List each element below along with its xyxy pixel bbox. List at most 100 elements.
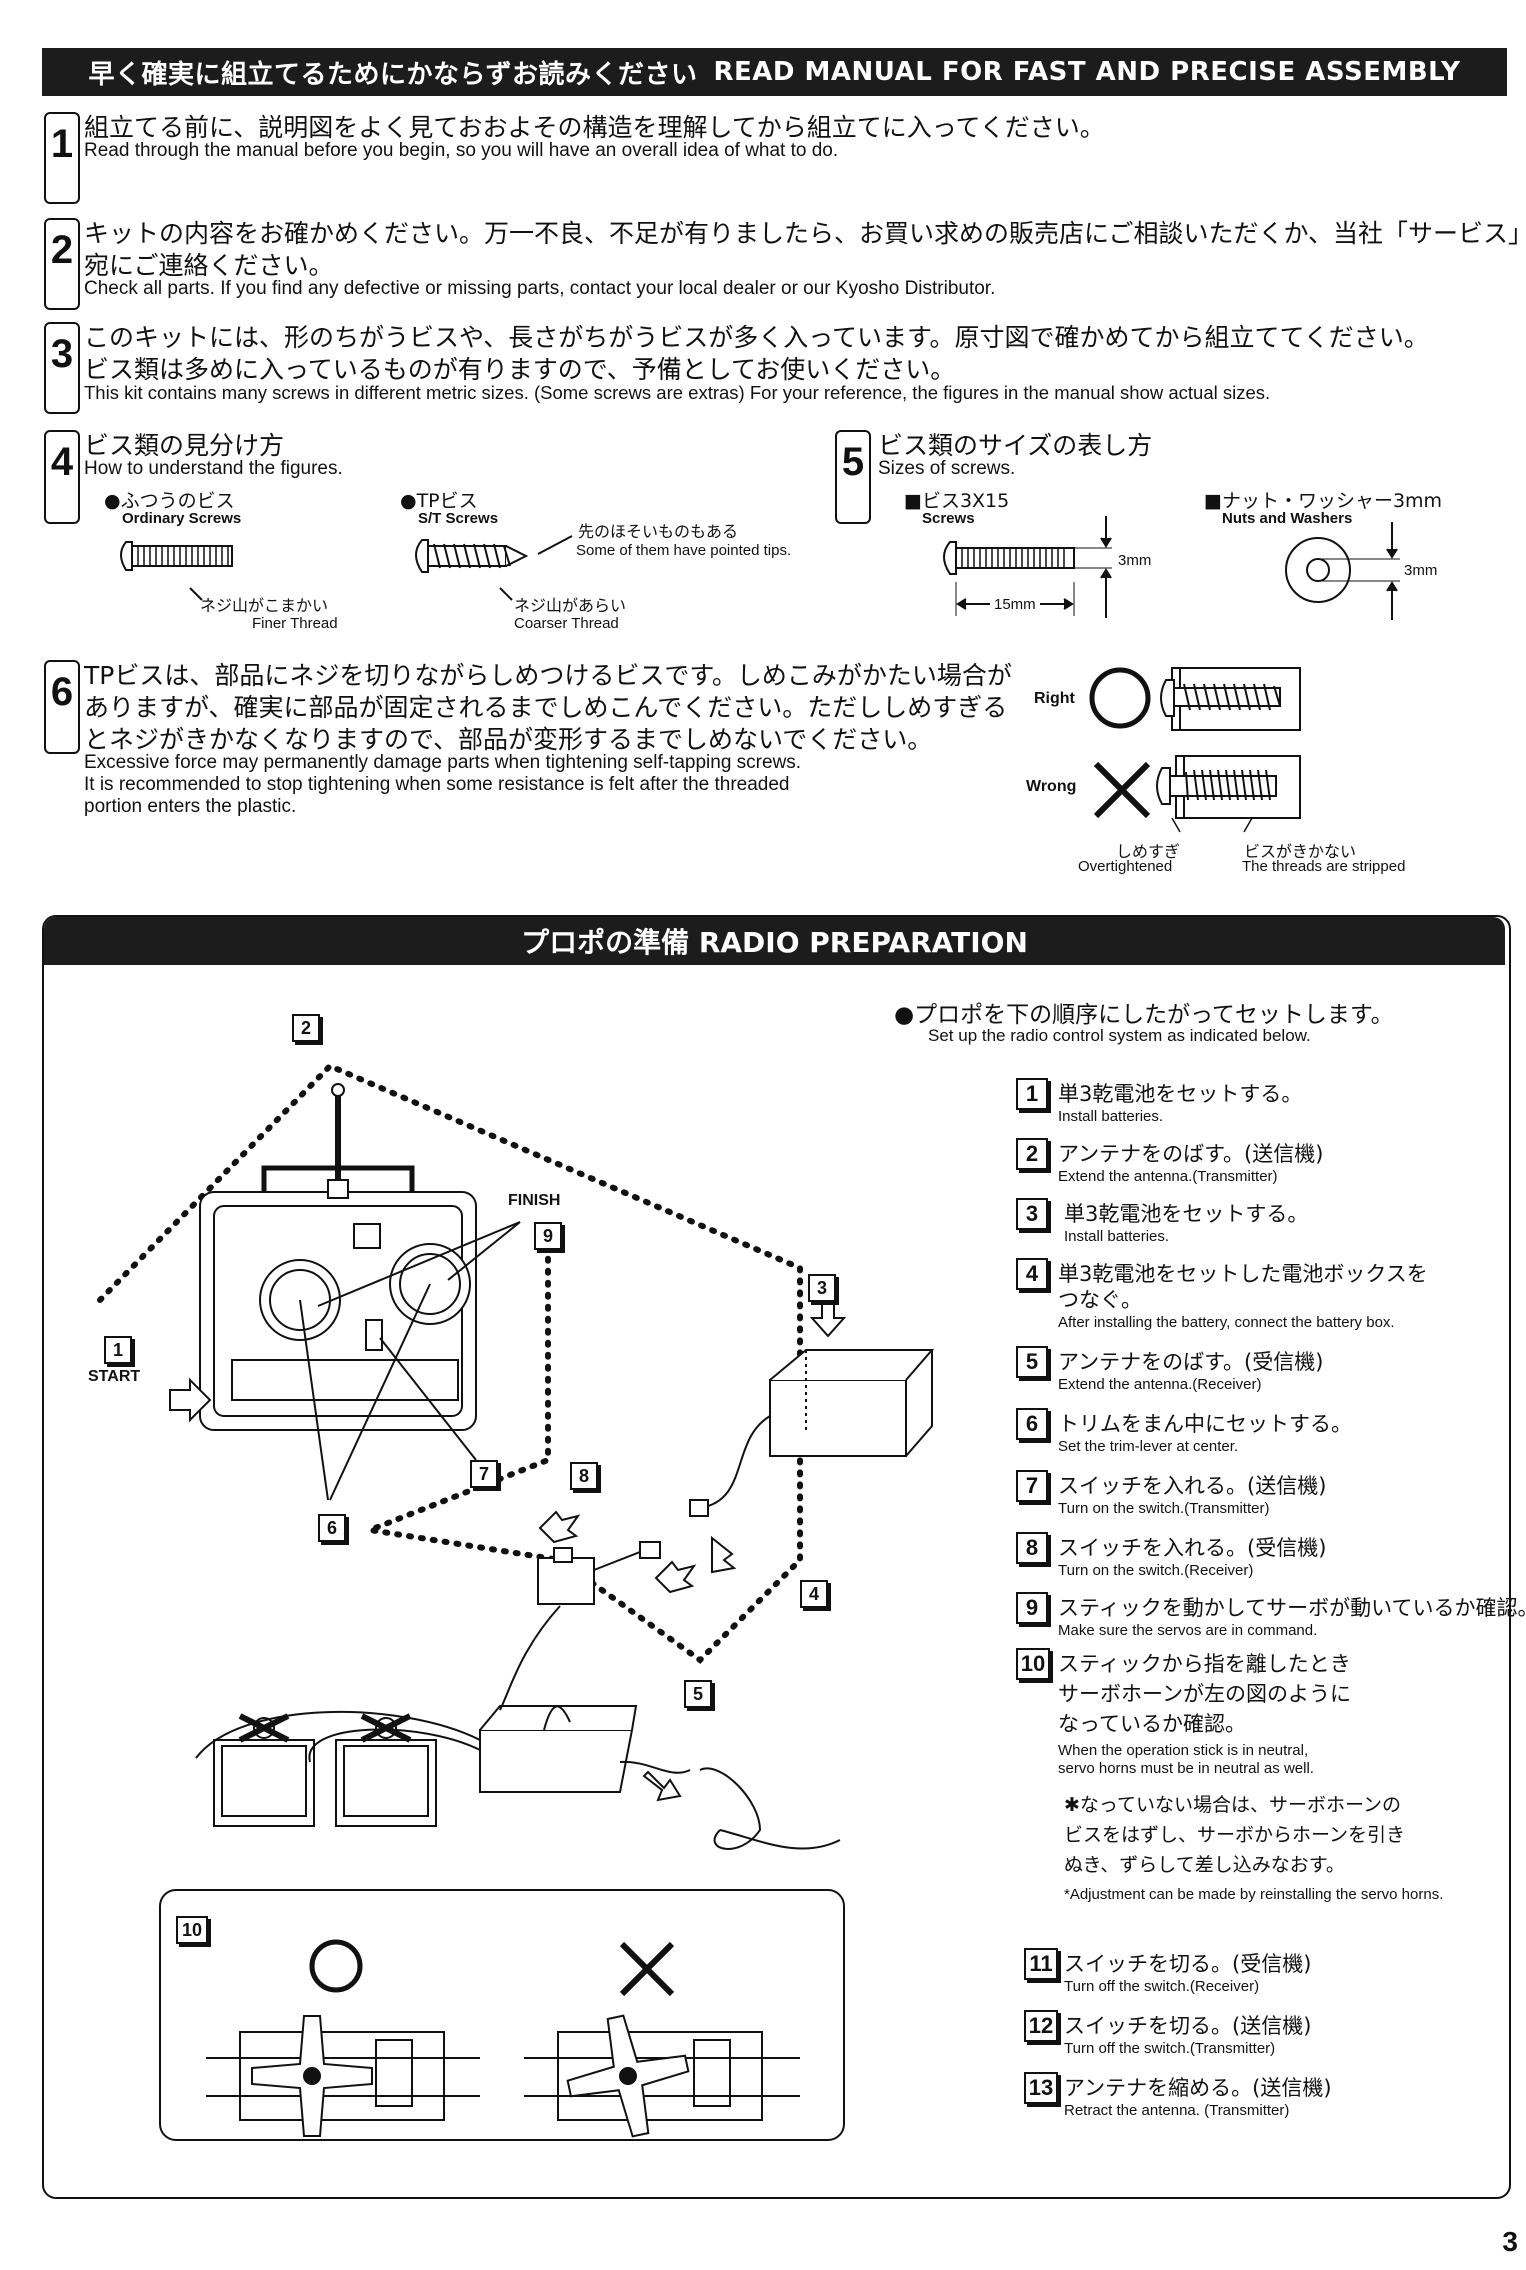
step-3-number: 3 [1016,1198,1048,1230]
item-3-jp-line1: このキットには、形のちがうビスや、長さがちがうビスが多く入っています。原寸図で確… [84,323,1429,352]
step-1-jp: 単3乾電池をセットする。 [1058,1082,1303,1106]
washer-icon [1285,522,1400,620]
note-jp-line2: ビスをはずし、サーボからホーンを引き [1064,1824,1406,1846]
radio-section-title: プロポの準備 RADIO PREPARATION [44,917,1505,965]
item-6-jp-line3: とネジがきかなくなりますので、部品が変形するまでしめないでください。 [84,725,933,754]
step-8-en: Turn on the switch.(Receiver) [1058,1562,1254,1579]
item-3-number: 3 [44,322,80,414]
ordinary-screw-jp: ●ふつうのビス [104,490,235,512]
transmitter-icon [199,1083,477,1431]
step-7-jp: スイッチを入れる。(送信機) [1058,1474,1327,1498]
dim-3mm-screw: 3mm [1118,552,1152,569]
item-6-en-line2: It is recommended to stop tightening whe… [84,774,790,795]
item-6-jp-line2: ありますが、確実に部品が固定されるまでしめこんでください。ただししめすぎる [84,693,1008,722]
step-6-en: Set the trim-lever at center. [1058,1438,1239,1455]
stripped-jp: ビスがきかない [1244,842,1357,861]
diagram-label-5: 5 [684,1680,712,1708]
step-11-number: 11 [1024,1948,1058,1980]
switch-icon [537,1541,661,1605]
item-6-number: 6 [44,660,80,754]
step-13-en: Retract the antenna. (Transmitter) [1064,2102,1290,2119]
step-5-jp: アンテナをのばす。(受信機) [1058,1350,1324,1374]
diagram-label-1: 1 [104,1336,132,1364]
note-en: *Adjustment can be made by reinstalling … [1064,1886,1444,1903]
item-6-en-line1: Excessive force may permanently damage p… [84,752,802,773]
battery-box-icon [689,1349,935,1517]
right-screw-icon [1089,667,1301,731]
wrong-screw-icon [1093,755,1301,833]
step-12-jp: スイッチを切る。(送信機) [1064,2014,1312,2038]
step-10-jp-line1: スティックから指を離したとき [1058,1652,1351,1676]
page-number: 3 [1502,2226,1518,2257]
diagram-label-3: 3 [808,1274,836,1302]
step-7-en: Turn on the switch.(Transmitter) [1058,1500,1270,1517]
dim-3mm-washer: 3mm [1404,562,1438,579]
coarser-thread-en: Coarser Thread [514,615,619,632]
step-13-number: 13 [1024,2072,1058,2104]
ordinary-screw-icon [120,541,233,601]
item-6-en-line3: portion enters the plastic. [84,796,297,817]
receiver-icon [479,1605,841,1850]
step-1-en: Install batteries. [1058,1108,1164,1125]
overtightened-jp: しめすぎ [1116,842,1181,861]
inset-label-10: 10 [176,1916,208,1944]
radio-intro-jp: ●プロポを下の順序にしたがってセットします。 [894,1002,1394,1028]
servo-horn-neutral-inset [159,1889,845,2141]
step-9-number: 9 [1016,1592,1048,1624]
wrong-label: Wrong [1026,778,1077,795]
header-en: READ MANUAL FOR FAST AND PRECISE ASSEMBL… [713,57,1461,87]
step-1-number: 1 [1016,1078,1048,1110]
step-12-en: Turn off the switch.(Transmitter) [1064,2040,1276,2057]
item-5-jp: ビス類のサイズの表し方 [878,431,1153,460]
servo-2-icon [335,1713,437,1827]
size-screw-icon [943,516,1112,618]
servo-1-icon [213,1713,315,1827]
item-4-jp: ビス類の見分け方 [84,431,285,460]
finer-thread-jp: ネジ山がこまかい [200,596,329,615]
step-8-number: 8 [1016,1532,1048,1564]
item-4-en: How to understand the figures. [84,458,343,479]
pointed-tip-jp: 先のほそいものもある [578,522,739,541]
screw-size-en: Screws [922,510,975,527]
step-3-en: Install batteries. [1064,1228,1170,1245]
step-8-jp: スイッチを入れる。(受信機) [1058,1536,1327,1560]
item-2-en: Check all parts. If you find any defecti… [84,278,996,299]
overtightened-en: Overtightened [1078,858,1173,875]
step-13-jp: アンテナを縮める。(送信機) [1064,2076,1332,2100]
item-2-jp-line2: 宛にご連絡ください。 [84,251,334,280]
header-jp: 早く確実に組立てるためにかならずお読みください [88,59,698,90]
step-11-jp: スイッチを切る。(受信機) [1064,1952,1312,1976]
item-5-number: 5 [835,430,871,524]
item-2-jp-line1: キットの内容をお確かめください。万一不良、不足が有りましたら、お買い求めの販売店… [84,219,1526,248]
nut-size-jp: ■ナット・ワッシャー3mm [1204,490,1443,512]
diagram-label-7: 7 [470,1460,498,1488]
step-10-en-line1: When the operation stick is in neutral, [1058,1742,1309,1759]
step-2-en: Extend the antenna.(Transmitter) [1058,1168,1278,1185]
item-1-jp: 組立てる前に、説明図をよく見ておおよその構造を理解してから組立てに入ってください… [84,113,1105,142]
item-6-jp-line1: TPビスは、部品にネジを切りながらしめつけるビスです。しめこみがかたい場合が [84,661,1012,690]
radio-section-frame [42,915,1511,2199]
step-2-jp: アンテナをのばす。(送信機) [1058,1142,1324,1166]
step-5-number: 5 [1016,1346,1048,1378]
step-4-jp-line2: つなぐ。 [1058,1288,1142,1312]
step-7-number: 7 [1016,1470,1048,1502]
item-4-number: 4 [44,430,80,524]
radio-intro-en: Set up the radio control system as indic… [928,1026,1311,1045]
st-screw-jp: ●TPビス [400,490,478,512]
pointed-tip-en: Some of them have pointed tips. [576,542,792,559]
finer-thread-en: Finer Thread [252,615,338,632]
step-4-jp-line1: 単3乾電池をセットした電池ボックスを [1058,1262,1428,1286]
step-6-jp: トリムをまん中にセットする。 [1058,1412,1352,1436]
step-9-en: Make sure the servos are in command. [1058,1622,1318,1639]
item-3-en: This kit contains many screws in differe… [84,382,1271,403]
item-5-en: Sizes of screws. [878,458,1016,479]
diagram-label-2: 2 [292,1014,320,1042]
coarser-thread-jp: ネジ山があらい [514,596,627,615]
step-3-jp: 単3乾電池をセットする。 [1064,1202,1309,1226]
note-jp-line3: ぬき、ずらして差し込みなおす。 [1064,1854,1345,1876]
diagram-label-9: 9 [534,1222,562,1250]
step-9-jp: スティックを動かしてサーボが動いているか確認。 [1058,1596,1526,1620]
ordinary-screw-en: Ordinary Screws [122,510,242,527]
